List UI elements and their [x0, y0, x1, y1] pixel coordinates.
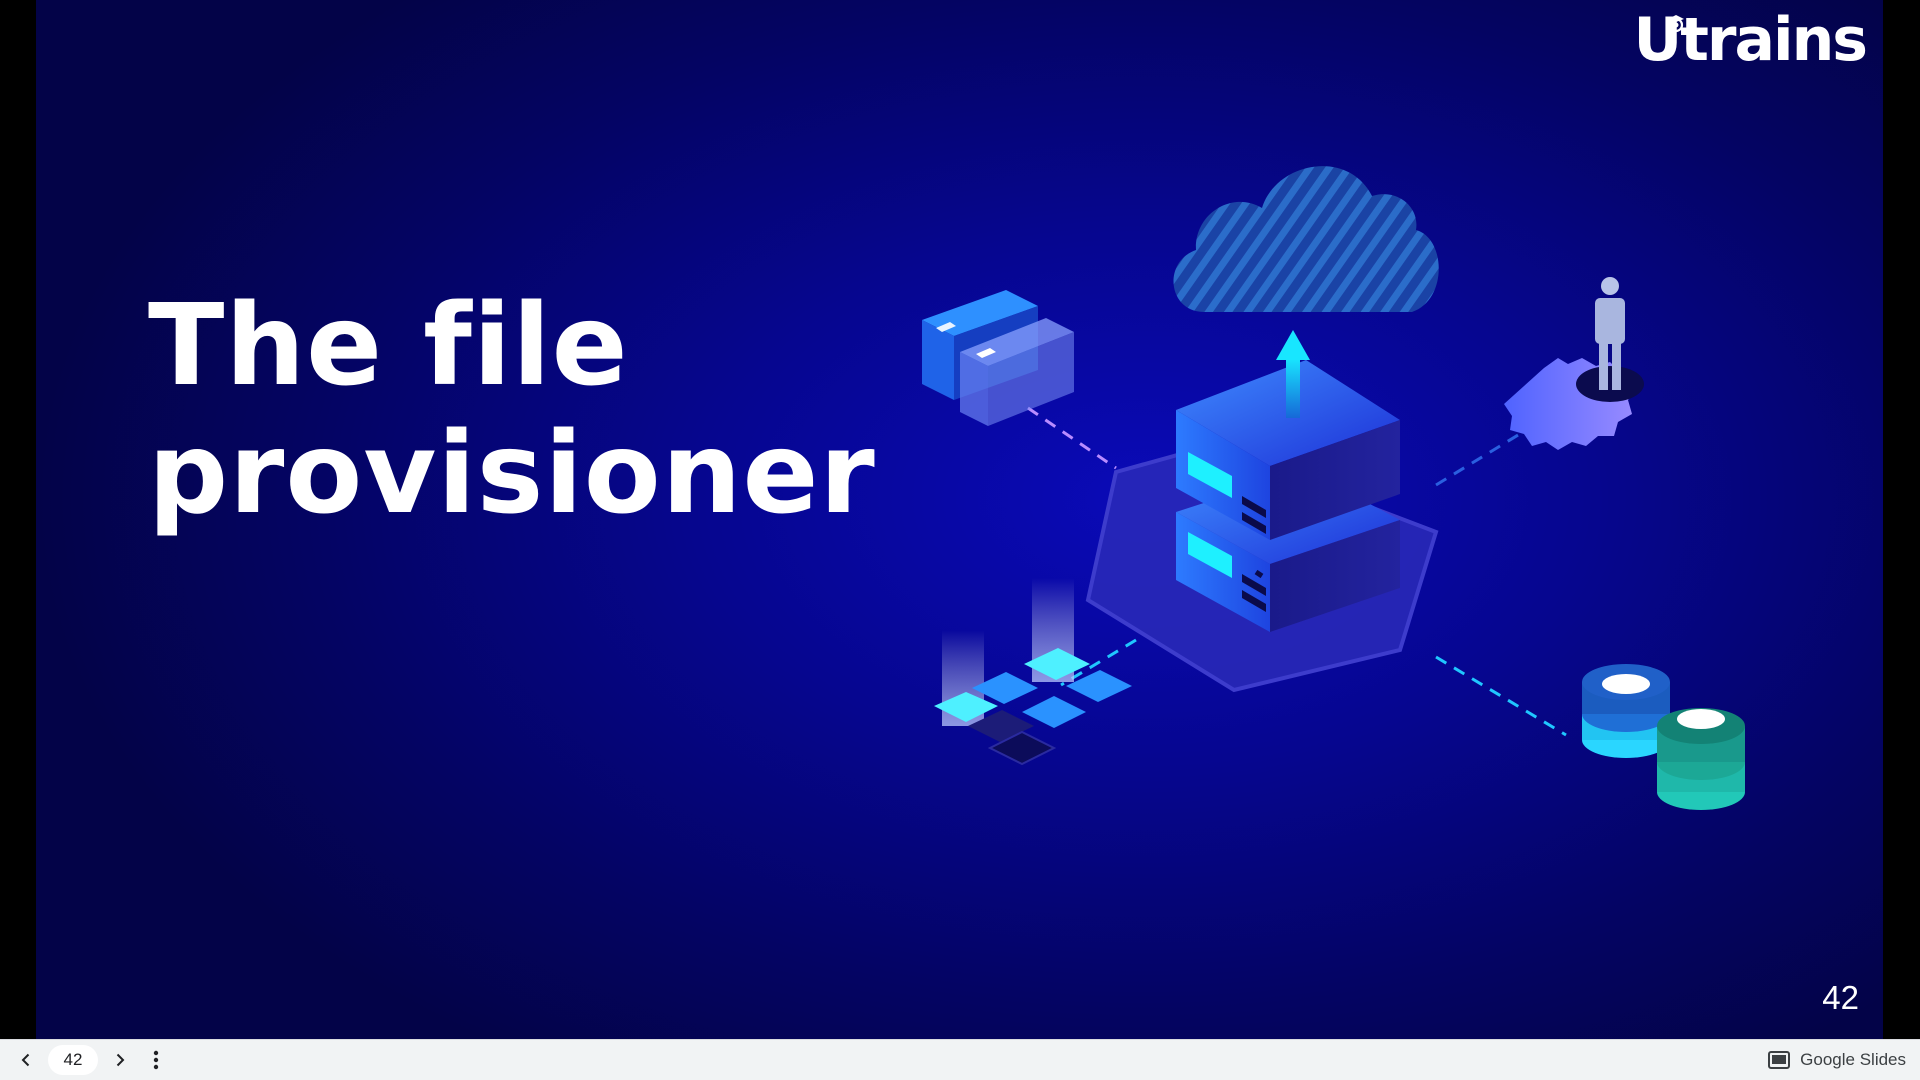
more-options-button[interactable]: [138, 1042, 174, 1078]
upload-arrow-icon: [1276, 330, 1310, 418]
network-illustration: [922, 166, 1745, 810]
slide-number: 42: [1822, 979, 1859, 1016]
page-number-input[interactable]: 42: [48, 1045, 98, 1075]
card-stack-icon: [922, 290, 1074, 426]
cloud-icon: [1173, 166, 1439, 312]
slide-title: The file provisioner: [148, 282, 876, 538]
previous-slide-button[interactable]: [8, 1042, 44, 1078]
title-line-2: provisioner: [148, 409, 876, 539]
user-gear-icon: [1504, 277, 1644, 450]
next-slide-button[interactable]: [102, 1042, 138, 1078]
graduation-cap-icon: [1667, 15, 1684, 33]
chip-grid-icon: [934, 578, 1132, 766]
database-icon: [1582, 664, 1745, 810]
chevron-left-icon: [21, 1053, 30, 1067]
utrains-logo: Utrains: [1633, 5, 1868, 75]
presentation-stage: Utrains The file provisioner: [36, 0, 1883, 1039]
chevron-right-icon: [116, 1053, 125, 1067]
more-vert-icon: [153, 1050, 159, 1070]
slideshow-toolbar: 42 Google Slides: [0, 1039, 1920, 1080]
slide[interactable]: Utrains The file provisioner: [36, 0, 1883, 1039]
slides-icon: [1768, 1051, 1791, 1069]
title-line-1: The file: [148, 281, 629, 411]
server-stack: [1176, 360, 1400, 632]
brand-label: Google Slides: [1800, 1050, 1906, 1069]
google-slides-link[interactable]: Google Slides: [1768, 1040, 1906, 1080]
